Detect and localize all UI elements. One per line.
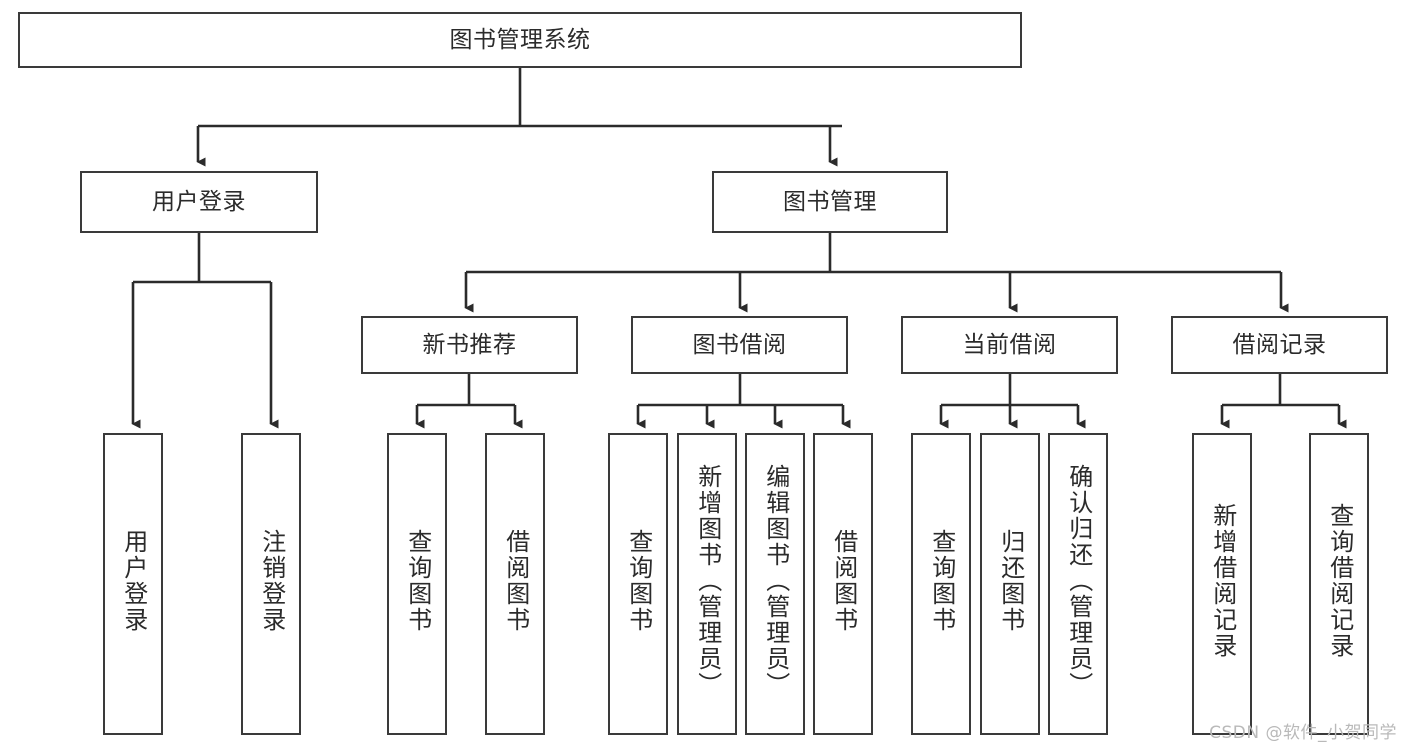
leaf-confirm-return-admin[interactable]: 确认归还（管理员） (1048, 433, 1108, 735)
leaf-edit-book-admin[interactable]: 编辑图书（管理员） (745, 433, 805, 735)
node-label: 查询借阅记录 (1325, 503, 1354, 659)
node-label: 归还图书 (996, 529, 1025, 633)
node-label: 借阅记录 (1232, 331, 1327, 358)
node-root-system[interactable]: 图书管理系统 (18, 12, 1022, 68)
node-current-borrow[interactable]: 当前借阅 (901, 316, 1118, 374)
node-label: 图书借阅 (692, 331, 787, 358)
node-new-book-recommend[interactable]: 新书推荐 (361, 316, 578, 374)
node-label: 确认归还（管理员） (1064, 464, 1093, 698)
node-label: 查询图书 (624, 529, 653, 633)
leaf-query-book-current[interactable]: 查询图书 (911, 433, 971, 735)
leaf-return-book[interactable]: 归还图书 (980, 433, 1040, 735)
leaf-query-borrow-record[interactable]: 查询借阅记录 (1309, 433, 1369, 735)
node-borrow-record[interactable]: 借阅记录 (1171, 316, 1388, 374)
node-label: 用户登录 (119, 529, 148, 633)
node-label: 图书管理系统 (449, 26, 591, 53)
node-label: 新增图书（管理员） (693, 464, 722, 698)
node-book-borrow[interactable]: 图书借阅 (631, 316, 848, 374)
node-user-login[interactable]: 用户登录 (80, 171, 318, 233)
node-label: 编辑图书（管理员） (761, 464, 790, 698)
node-label: 新书推荐 (422, 331, 517, 358)
node-label: 注销登录 (257, 529, 286, 633)
node-label: 查询图书 (927, 529, 956, 633)
leaf-query-book-borrow[interactable]: 查询图书 (608, 433, 668, 735)
node-label: 用户登录 (152, 188, 246, 215)
node-label: 当前借阅 (962, 331, 1057, 358)
node-label: 图书管理 (783, 188, 877, 215)
leaf-add-book-admin[interactable]: 新增图书（管理员） (677, 433, 737, 735)
node-label: 查询图书 (403, 529, 432, 633)
leaf-borrow-book-recommend[interactable]: 借阅图书 (485, 433, 545, 735)
leaf-logout[interactable]: 注销登录 (241, 433, 301, 735)
leaf-borrow-book[interactable]: 借阅图书 (813, 433, 873, 735)
leaf-add-borrow-record[interactable]: 新增借阅记录 (1192, 433, 1252, 735)
node-label: 借阅图书 (829, 529, 858, 633)
leaf-query-book-recommend[interactable]: 查询图书 (387, 433, 447, 735)
node-label: 借阅图书 (501, 529, 530, 633)
node-book-management[interactable]: 图书管理 (712, 171, 948, 233)
node-label: 新增借阅记录 (1208, 503, 1237, 659)
leaf-user-login[interactable]: 用户登录 (103, 433, 163, 735)
watermark-text: CSDN @软件_小贺同学 (1209, 723, 1397, 743)
